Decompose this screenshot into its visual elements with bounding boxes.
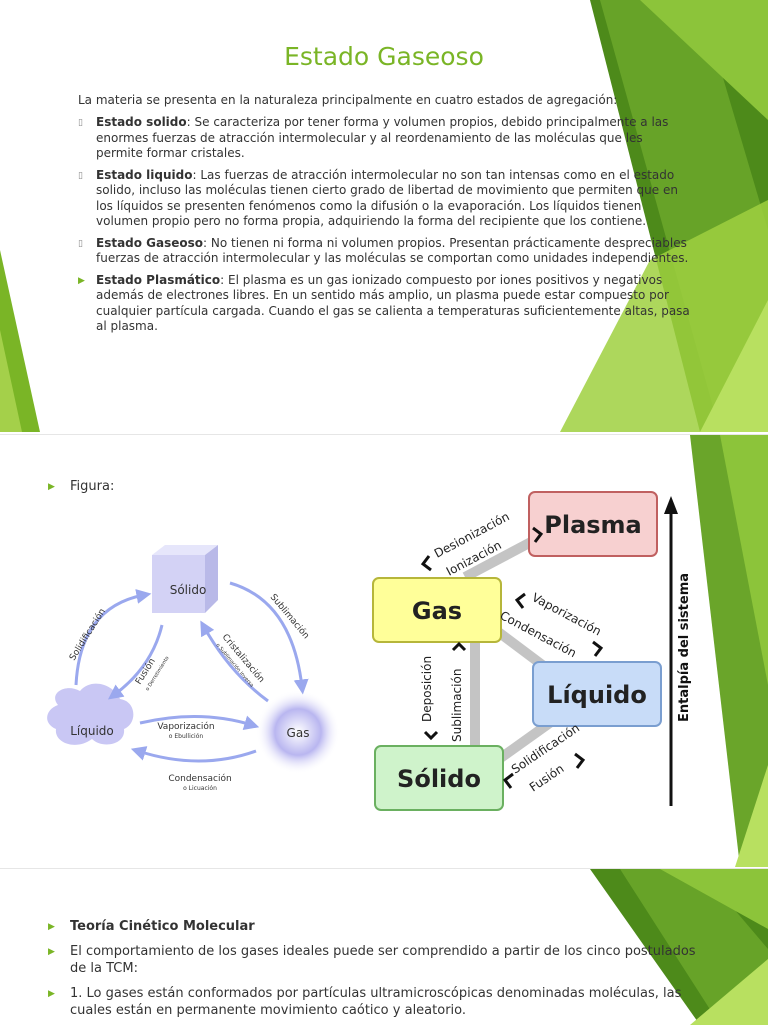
bullet-icon: ▯: [78, 118, 83, 128]
state-term: Estado Gaseoso: [96, 235, 204, 250]
crystallization-arrow: [200, 620, 269, 703]
condensation-label: Condensación: [168, 773, 231, 784]
list-item: ▶ Figura:: [48, 478, 114, 495]
figure-list: ▶ Figura:: [48, 478, 114, 495]
tcm-postulate-1: 1. Lo gases están conformados por partíc…: [70, 986, 682, 1018]
solid-box: [374, 745, 504, 811]
figure-label: Figura:: [70, 479, 115, 494]
state-term: Estado liquido: [96, 167, 193, 182]
state-description: : No tienen ni forma ni volumen propios.…: [96, 235, 689, 266]
condensation-sub-label: o Licuación: [183, 785, 217, 792]
bullet-triangle-icon: ▶: [48, 947, 55, 957]
list-item: ▶ El comportamiento de los gases ideales …: [48, 943, 713, 977]
intro-text: La materia se presenta en la naturaleza …: [78, 93, 618, 107]
fusion-arrow: [107, 624, 164, 700]
phase-cycle-diagram: Sólido Líquido Gas Solidificación Sublim…: [47, 545, 340, 792]
list-item: ▯ Estado Gaseoso: No tienen ni forma ni v…: [78, 236, 693, 267]
liquid-box: [532, 661, 662, 727]
slide-title: Estado Gaseoso: [284, 42, 484, 71]
bullet-icon: ▯: [78, 238, 83, 249]
liquid-label: Líquido: [70, 724, 114, 738]
solidification-label: Solidificación: [67, 607, 108, 663]
list-item: ▶ Teoría Cinético Molecular: [48, 918, 713, 935]
state-term: Estado solido: [96, 115, 187, 129]
gas-label: Gas: [412, 597, 462, 625]
list-item: ▶ Estado Plasmático: El plasma es un gas …: [78, 273, 693, 335]
states-list: ▯ Estado solido: Se caracteriza por tener…: [78, 115, 693, 341]
sublimation-label: Sublimación: [450, 669, 464, 742]
solid-cube-icon: [152, 545, 218, 613]
state-description: : Se caracteriza por tener forma y volum…: [96, 115, 669, 160]
chevron-icons: [420, 526, 604, 789]
gas-box: [372, 577, 502, 643]
plasma-label: Plasma: [544, 511, 642, 539]
bullet-triangle-icon: ▶: [48, 482, 55, 492]
bullet-triangle-icon: ▶: [48, 989, 55, 999]
vaporization-arrow: [139, 714, 260, 730]
deposition-label: Deposición: [420, 656, 434, 722]
solid-label: Sólido: [170, 583, 207, 597]
list-item: ▯ Estado solido: Se caracteriza por tener…: [78, 115, 693, 162]
bullet-triangle-icon: ▶: [48, 922, 55, 932]
vaporization-sub-label: o Ebullición: [169, 733, 204, 740]
list-item: ▶ 1. Lo gases están conformados por partí…: [48, 985, 713, 1019]
liquid-label: Líquido: [547, 681, 647, 709]
fusion-label: Fusión: [527, 761, 567, 794]
solidification-arrow: [74, 589, 152, 686]
condensation-arrow: [130, 746, 257, 763]
enthalpy-axis-label: Entalpía del sistema: [677, 573, 692, 722]
tcm-list: ▶ Teoría Cinético Molecular ▶ El comportam…: [48, 918, 713, 1027]
list-item: ▯ Estado liquido: Las fuerzas de atracció…: [78, 168, 693, 230]
sublimation-arrow: [229, 581, 309, 695]
states-enthalpy-diagram: Plasma Gas Líquido Sólido Desionización …: [372, 491, 692, 811]
arrow-up-icon: [664, 496, 678, 514]
vaporization-label: Vaporización: [157, 721, 214, 732]
bullet-triangle-icon: ▶: [78, 275, 85, 286]
tcm-heading: Teoría Cinético Molecular: [70, 919, 255, 934]
state-description: : Las fuerzas de atracción intermolecula…: [96, 167, 678, 229]
state-term: Estado Plasmático: [96, 272, 221, 287]
state-description: : El plasma es un gas ionizado compuesto…: [96, 272, 690, 334]
slide-estado-gaseoso: Estado Gaseoso La materia se presenta en…: [0, 0, 768, 432]
solid-label: Sólido: [397, 765, 481, 793]
gas-label: Gas: [287, 726, 310, 740]
tcm-intro: El comportamiento de los gases ideales p…: [70, 944, 696, 976]
plasma-box: [528, 491, 658, 557]
gas-glow-icon: [256, 690, 340, 774]
bullet-icon: ▯: [78, 170, 83, 181]
